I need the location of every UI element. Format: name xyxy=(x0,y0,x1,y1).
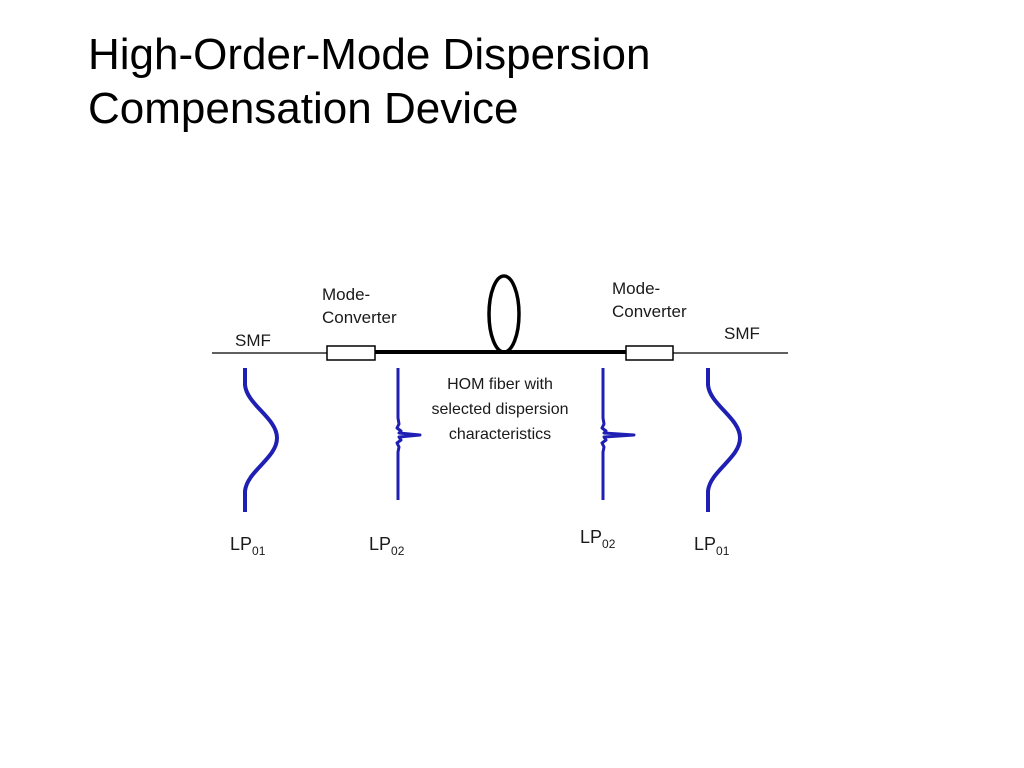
left-converter-label-1: Mode- xyxy=(322,285,370,304)
mode-label-4: LP01 xyxy=(694,534,730,558)
right-smf-label: SMF xyxy=(724,324,760,343)
lp02-right-profile xyxy=(600,368,636,500)
left-mode-converter xyxy=(326,345,376,361)
lp01-left-profile xyxy=(243,368,280,512)
left-smf-label: SMF xyxy=(235,331,271,350)
hom-fiber-label-3: characteristics xyxy=(449,426,551,443)
slide-title-line-2: Compensation Device xyxy=(88,84,519,133)
hom-fiber-label-1: HOM fiber with xyxy=(447,376,553,393)
slide-title-line-1: High-Order-Mode Dispersion xyxy=(88,30,651,79)
lp02-left-profile xyxy=(395,368,422,500)
left-converter-label-2: Converter xyxy=(322,308,397,327)
right-mode-converter xyxy=(625,345,674,361)
right-converter-label-1: Mode- xyxy=(612,279,660,298)
mode-label-3: LP02 xyxy=(580,527,616,551)
mode-label-1: LP01 xyxy=(230,534,266,558)
right-converter-label-2: Converter xyxy=(612,302,687,321)
fiber-loop xyxy=(487,274,521,354)
mode-label-2: LP02 xyxy=(369,534,405,558)
lp01-right-profile xyxy=(706,368,743,512)
slide-title: High-Order-Mode Dispersion Compensation … xyxy=(88,28,948,136)
hom-fiber-label-2: selected dispersion xyxy=(432,401,569,418)
